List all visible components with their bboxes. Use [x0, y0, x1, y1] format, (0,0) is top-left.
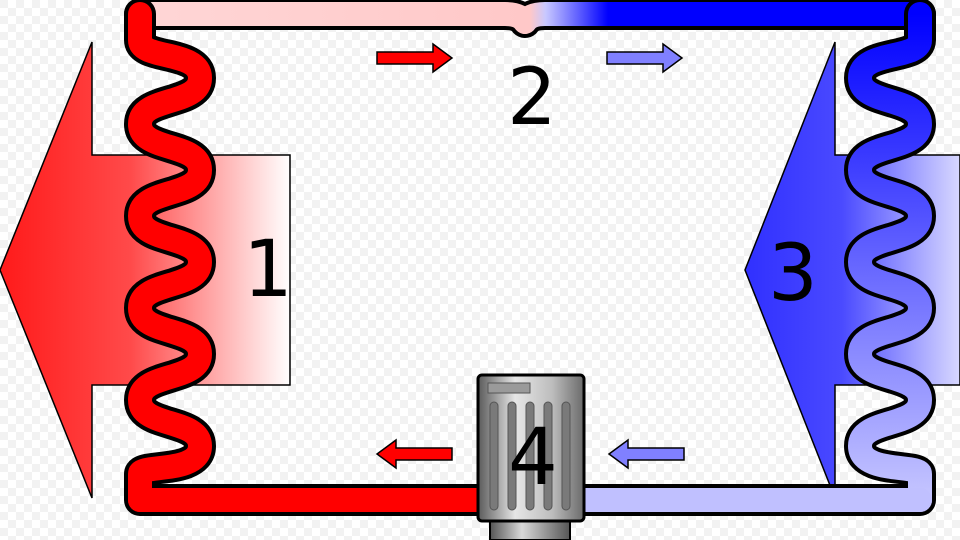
flow-arrow-bottom-right: [607, 438, 685, 470]
stage-3-label: 3: [768, 229, 818, 319]
flow-arrow-top-left: [376, 42, 454, 74]
stage-1-label: 1: [243, 225, 293, 315]
condenser-coil: [124, 0, 496, 516]
stage-2-label: 2: [507, 53, 557, 143]
heat-out-arrow-icon: [0, 41, 291, 499]
evaporator-coil: [569, 0, 936, 516]
compressor-icon: [476, 373, 586, 540]
top-pipe: [124, 0, 936, 38]
flow-arrow-top-right: [606, 42, 684, 74]
stage-4-label: 4: [508, 413, 558, 503]
flow-arrow-bottom-left: [375, 438, 453, 470]
